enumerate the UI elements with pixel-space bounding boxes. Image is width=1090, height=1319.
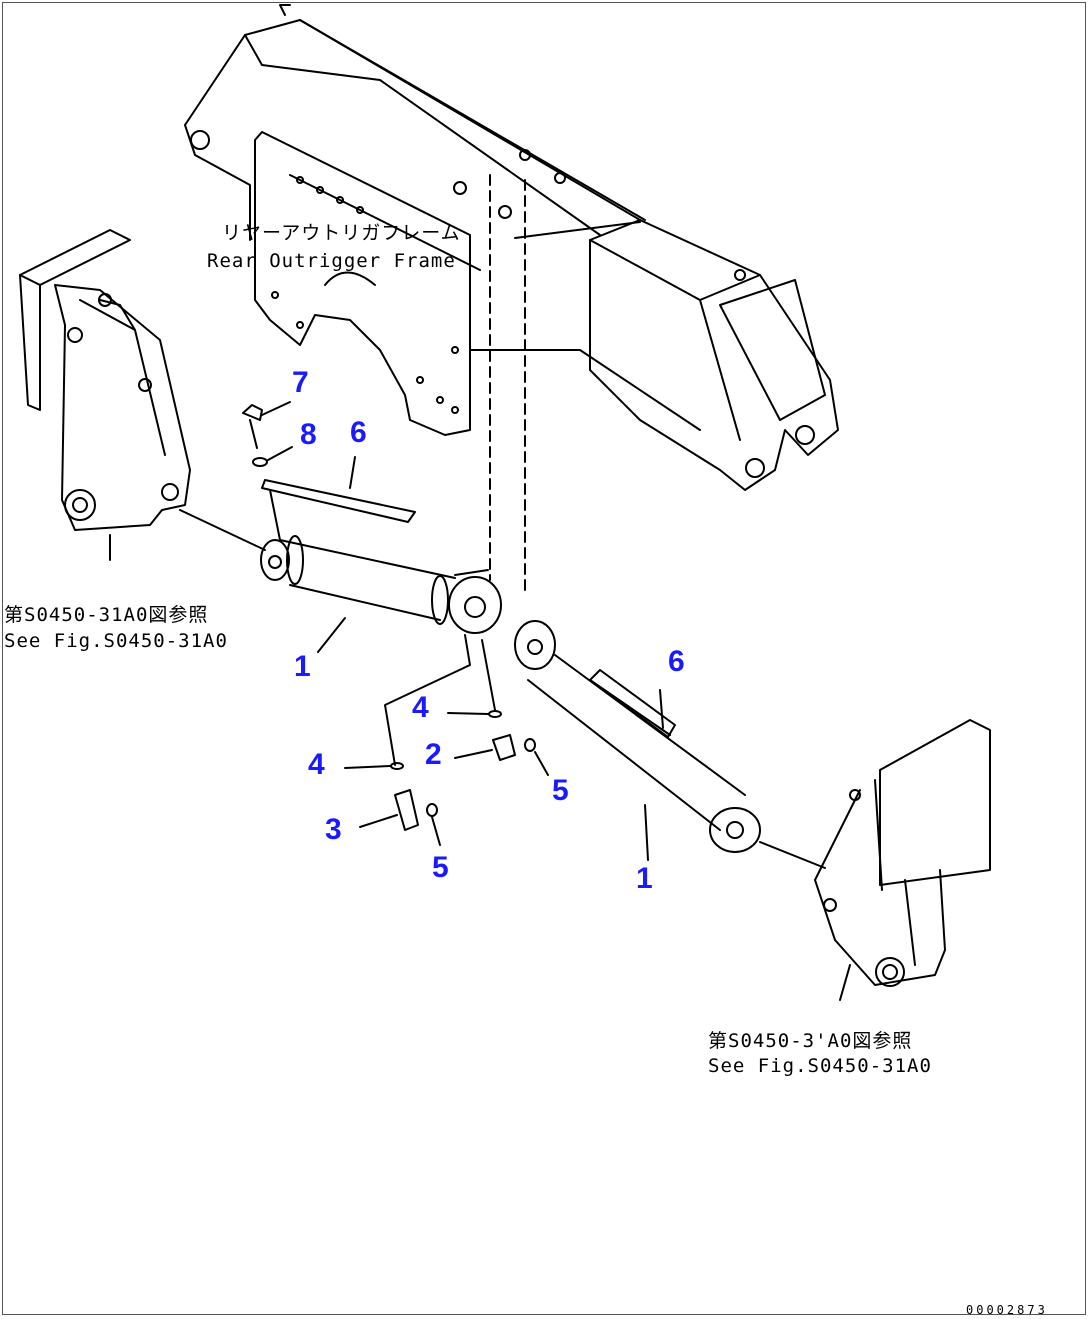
small-parts [242, 401, 664, 861]
left-reference-english: See Fig.S0450-31A0 [4, 630, 228, 652]
callout-6-left: 6 [350, 416, 367, 449]
callout-7: 7 [292, 366, 309, 399]
callout-1-right: 1 [636, 862, 653, 895]
callout-6-right: 6 [668, 645, 685, 678]
right-reference-japanese: 第S0450-3'A0図参照 [708, 1030, 913, 1052]
callout-8: 8 [300, 418, 317, 451]
callout-5-left: 5 [432, 851, 449, 884]
left-hydraulic-cylinder [260, 479, 502, 766]
rear-outrigger-frame [184, 4, 839, 591]
frame-label-english: Rear Outrigger Frame [207, 250, 456, 272]
callout-4-upper: 4 [412, 691, 429, 724]
document-number: 00002873 [966, 1303, 1048, 1317]
callout-1-left: 1 [294, 650, 311, 683]
right-reference-english: See Fig.S0450-31A0 [708, 1055, 932, 1077]
left-reference-japanese: 第S0450-31A0図参照 [4, 604, 209, 626]
frame-label-japanese: リヤーアウトリガフレーム [222, 222, 461, 244]
right-hydraulic-cylinder [514, 620, 826, 869]
callout-2: 2 [425, 738, 442, 771]
right-mount-bracket [814, 719, 991, 1001]
left-mount-bracket [19, 229, 266, 561]
callout-5-right: 5 [552, 774, 569, 807]
callout-4-lower: 4 [308, 748, 325, 781]
callout-3: 3 [325, 813, 342, 846]
